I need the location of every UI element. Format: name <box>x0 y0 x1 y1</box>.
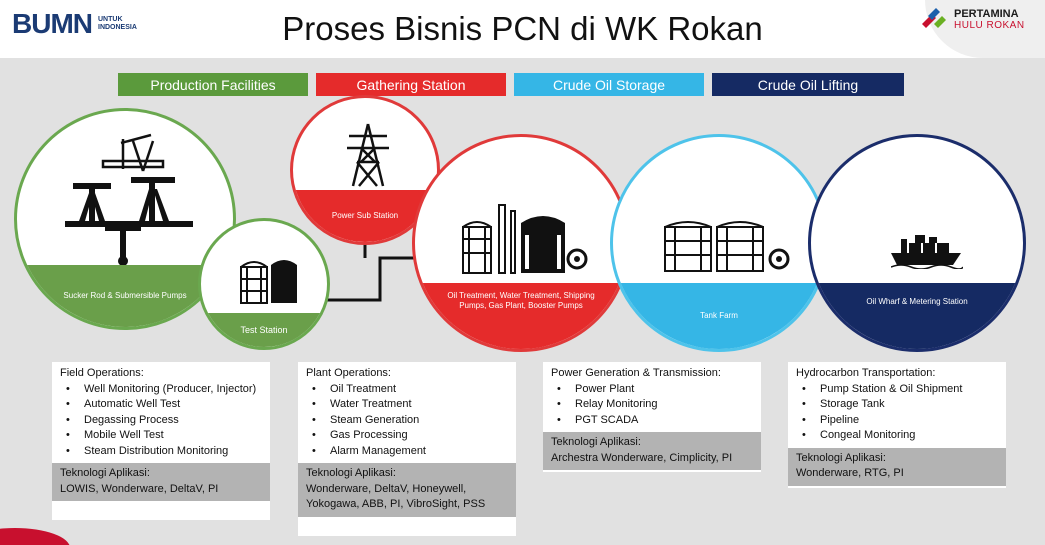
tech-label: Teknologi Aplikasi: <box>551 436 641 448</box>
box-heading: Field Operations: <box>60 367 144 379</box>
tech-section: Teknologi Aplikasi: Wonderware, DeltaV, … <box>298 463 516 517</box>
station-label: Sucker Rod & Submersible Pumps <box>17 265 233 327</box>
bumn-logo-line2: INDONESIA <box>98 24 137 31</box>
tech-value: Wonderware, DeltaV, Honeywell, Yokogawa,… <box>306 482 486 511</box>
category-production-facilities: Production Facilities <box>118 73 308 96</box>
station-tank-farm: Tank Farm <box>610 134 828 352</box>
category-crude-oil-storage: Crude Oil Storage <box>514 73 704 96</box>
box-list: Power Plant Relay Monitoring PGT SCADA <box>543 382 761 429</box>
storage-tank-icon <box>664 221 764 272</box>
tech-value: Wonderware, RTG, PI <box>796 467 904 479</box>
pertamina-logo-line2: HULU ROKAN <box>954 19 1025 31</box>
station-label: Oil Wharf & Metering Station <box>811 283 1023 349</box>
info-box-field-operations: Field Operations: Well Monitoring (Produ… <box>52 362 270 520</box>
list-item: Gas Processing <box>308 428 508 444</box>
station-test-station: Test Station <box>198 218 330 350</box>
pump-icon <box>566 248 588 270</box>
tech-section: Teknologi Aplikasi: LOWIS, Wonderware, D… <box>52 463 270 501</box>
wellhead-icon <box>105 227 141 266</box>
oil-derrick-icon <box>101 133 165 172</box>
list-item: Pump Station & Oil Shipment <box>798 382 998 398</box>
list-item: Degassing Process <box>62 413 262 429</box>
info-box-power-generation: Power Generation & Transmission: Power P… <box>543 362 761 472</box>
info-box-plant-operations: Plant Operations: Oil Treatment Water Tr… <box>298 362 516 536</box>
box-heading: Power Generation & Transmission: <box>551 367 721 379</box>
page-title: Proses Bisnis PCN di WK Rokan <box>282 10 763 47</box>
pertamina-logo: PERTAMINA HULU ROKAN <box>918 6 1025 32</box>
list-item: Steam Generation <box>308 413 508 429</box>
tech-section: Teknologi Aplikasi: Archestra Wonderware… <box>543 432 761 470</box>
pump-icon <box>768 248 790 270</box>
list-item: Power Plant <box>553 382 753 398</box>
pertamina-logo-line1: PERTAMINA <box>954 7 1019 20</box>
tech-label: Teknologi Aplikasi: <box>796 451 886 464</box>
category-crude-oil-lifting: Crude Oil Lifting <box>712 73 904 96</box>
pumpjack-icon <box>65 177 193 227</box>
processing-plant-icon <box>462 204 565 274</box>
bumn-logo-subtitle: UNTUK INDONESIA <box>98 16 137 32</box>
station-oil-wharf: Oil Wharf & Metering Station <box>808 134 1026 352</box>
box-list: Pump Station & Oil Shipment Storage Tank… <box>788 382 1006 444</box>
tech-section: Teknologi Aplikasi: Wonderware, RTG, PI <box>788 447 1006 486</box>
station-oil-treatment: Oil Treatment, Water Treatment, Shipping… <box>412 134 630 352</box>
station-label: Tank Farm <box>613 283 825 349</box>
list-item: PGT SCADA <box>553 413 753 429</box>
list-item: Mobile Well Test <box>62 428 262 444</box>
tech-label: Teknologi Aplikasi: <box>60 467 150 479</box>
tech-label: Teknologi Aplikasi: <box>306 467 396 479</box>
bumn-logo-line1: UNTUK <box>98 16 123 23</box>
tech-value: LOWIS, Wonderware, DeltaV, PI <box>60 482 219 495</box>
category-gathering-station: Gathering Station <box>316 73 506 96</box>
pertamina-emblem-icon <box>922 8 946 28</box>
bumn-logo: BUMN UNTUK INDONESIA <box>12 8 137 40</box>
list-item: Steam Distribution Monitoring <box>62 444 262 460</box>
list-item: Automatic Well Test <box>62 397 262 413</box>
list-item: Oil Treatment <box>308 382 508 398</box>
list-item: Pipeline <box>798 413 998 429</box>
box-heading: Hydrocarbon Transportation: <box>796 367 936 379</box>
list-item: Relay Monitoring <box>553 397 753 413</box>
info-box-hydrocarbon-transportation: Hydrocarbon Transportation: Pump Station… <box>788 362 1006 488</box>
list-item: Congeal Monitoring <box>798 428 998 444</box>
list-item: Well Monitoring (Producer, Injector) <box>62 382 262 398</box>
list-item: Storage Tank <box>798 397 998 413</box>
tech-value: Archestra Wonderware, Cimplicity, PI <box>551 451 733 464</box>
list-item: Water Treatment <box>308 397 508 413</box>
storage-tank-icon <box>240 260 297 304</box>
box-list: Well Monitoring (Producer, Injector) Aut… <box>52 382 270 460</box>
bumn-logo-mark: BUMN <box>12 8 93 39</box>
box-heading: Plant Operations: <box>306 367 391 379</box>
ship-icon <box>891 235 963 269</box>
station-label: Test Station <box>201 313 327 347</box>
transmission-tower-icon <box>347 123 389 187</box>
station-label: Oil Treatment, Water Treatment, Shipping… <box>415 283 627 349</box>
box-list: Oil Treatment Water Treatment Steam Gene… <box>298 382 516 460</box>
list-item: Alarm Management <box>308 444 508 460</box>
